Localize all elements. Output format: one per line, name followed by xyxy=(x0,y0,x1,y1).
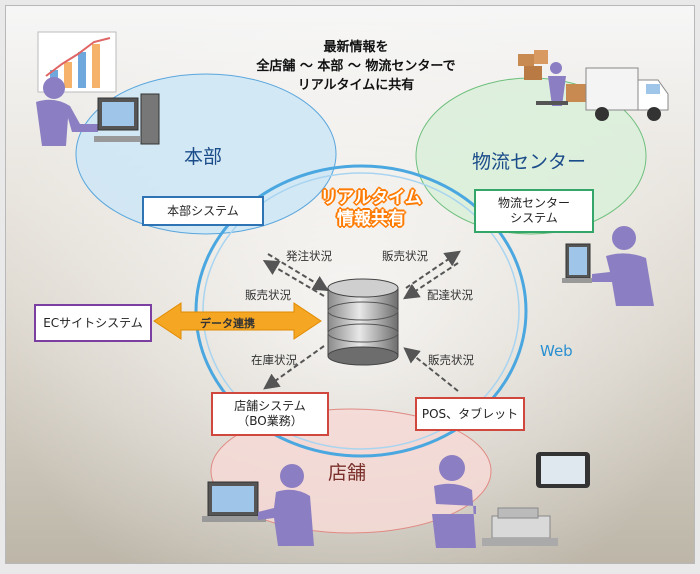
store-zone-label: 店舗 xyxy=(328,462,367,484)
sales-status-top-label: 販売状況 xyxy=(382,249,428,263)
logistics-worker-icon xyxy=(592,226,654,306)
realtime-sharing-badge: リアルタイム 情報共有 xyxy=(320,188,422,229)
database-icon xyxy=(327,278,399,366)
flow-arrow-sales-logistics xyxy=(405,250,461,289)
network-ring-inner xyxy=(202,172,520,450)
network-ring xyxy=(194,164,528,458)
web-label: Web xyxy=(540,342,573,360)
store-system-box: 店舗システム （BO業務） xyxy=(211,392,329,436)
flow-arrow-sales-store xyxy=(403,347,459,392)
flow-arrow-order xyxy=(267,253,330,292)
flow-arrow-sales-hq xyxy=(262,259,325,297)
logistics-computer-icon xyxy=(562,243,592,283)
store-worker-icon xyxy=(258,464,314,546)
pos-worker-icon xyxy=(432,455,476,548)
tablet-icon xyxy=(536,452,590,488)
hq-worker-icon xyxy=(36,77,98,146)
flow-arrow-delivery xyxy=(402,262,459,300)
pos-tablet-box: POS、タブレット xyxy=(415,397,525,431)
data-link-arrow xyxy=(153,302,322,340)
data-link-label: データ連携 xyxy=(200,317,255,330)
sales-status-bottom-label: 販売状況 xyxy=(428,353,474,367)
ec-system-box: ECサイトシステム xyxy=(34,304,152,342)
store-laptop-icon xyxy=(202,481,266,522)
page-heading: 最新情報を 全店舗 ～ 本部 ～ 物流センターで リアルタイムに共有 xyxy=(256,40,456,93)
flow-arrow-inventory xyxy=(263,345,325,390)
delivery-status-label: 配達状況 xyxy=(427,288,473,302)
logistics-zone-label: 物流センター xyxy=(472,151,587,173)
cash-register-icon xyxy=(482,507,558,546)
hq-system-box: 本部システム xyxy=(142,196,264,226)
logistics-system-box: 物流センター システム xyxy=(474,189,594,233)
order-status-label: 発注状況 xyxy=(286,249,332,263)
diagram-frame: 最新情報を 全店舗 ～ 本部 ～ 物流センターで リアルタイムに共有 本部 物流… xyxy=(5,5,695,564)
sales-status-left-label: 販売状況 xyxy=(245,288,291,302)
delivery-truck-icon xyxy=(585,67,669,121)
hq-zone-label: 本部 xyxy=(184,146,223,168)
hq-computer-icon xyxy=(94,93,160,145)
inventory-status-label: 在庫状況 xyxy=(251,353,297,367)
cargo-worker-icon xyxy=(518,50,588,106)
